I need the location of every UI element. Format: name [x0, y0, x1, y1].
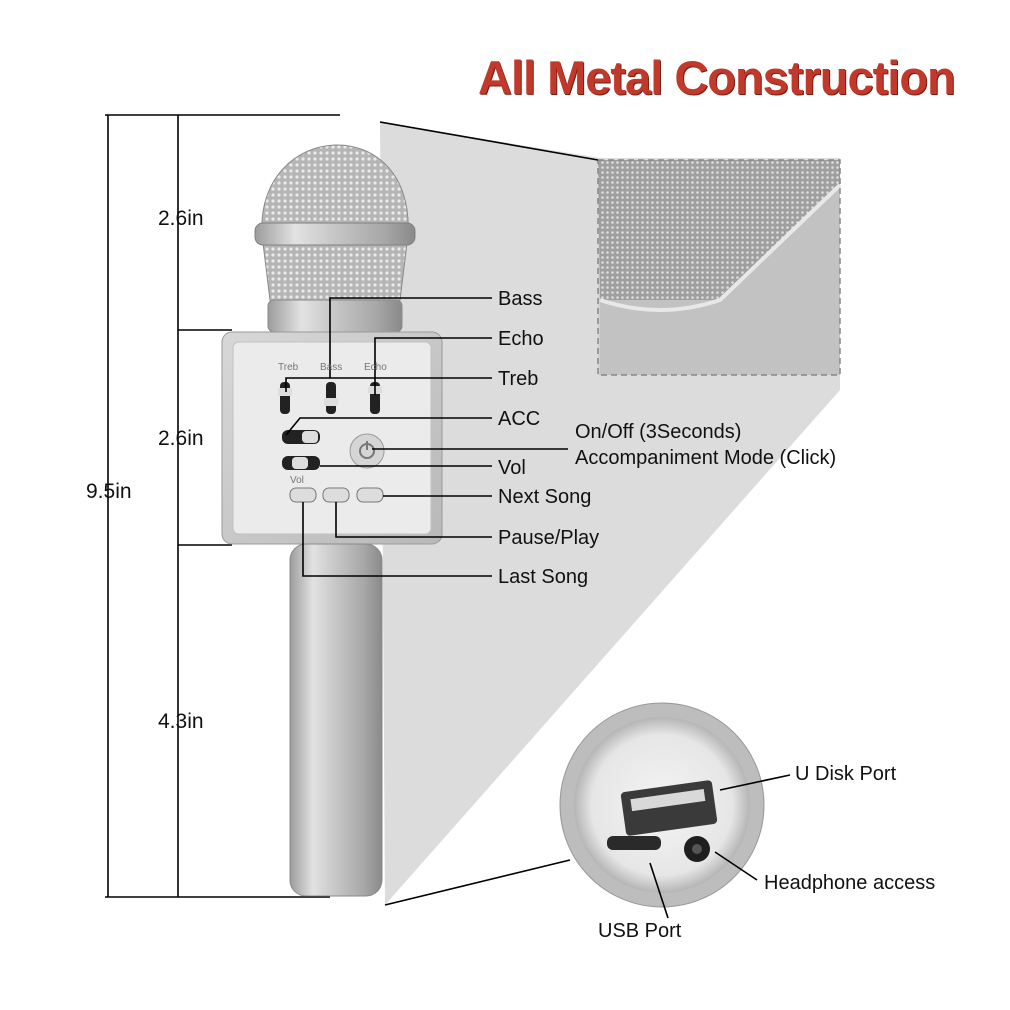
- dimension-head: 2.6in: [158, 207, 204, 230]
- power-button: [349, 433, 385, 469]
- callout-treb: Treb: [498, 368, 539, 390]
- panel-label-vol: Vol: [290, 475, 304, 486]
- grille-closeup: [597, 159, 842, 376]
- dimension-lines: [105, 114, 340, 898]
- callout-acc: ACC: [498, 408, 541, 430]
- callout-bass: Bass: [498, 288, 543, 310]
- callout-last-song: Last Song: [498, 566, 589, 588]
- callout-on-off: On/Off (3Seconds): [575, 421, 742, 443]
- panel-label-echo: Echo: [364, 362, 387, 373]
- callout-echo: Echo: [498, 328, 544, 350]
- mic-head: [254, 144, 416, 333]
- callout-pause-play: Pause/Play: [498, 527, 600, 549]
- port-closeup: [559, 702, 765, 908]
- panel-label-bass: Bass: [320, 362, 342, 373]
- acc-vol-sliders: [282, 430, 320, 470]
- panel-label-treb: Treb: [278, 362, 299, 373]
- callout-usb-port: USB Port: [598, 920, 682, 942]
- callout-u-disk-port: U Disk Port: [795, 763, 897, 785]
- callout-headphone-access: Headphone access: [764, 872, 936, 894]
- callout-vol: Vol: [498, 457, 526, 479]
- dimension-total: 9.5in: [86, 480, 132, 503]
- eq-sliders: [278, 382, 382, 414]
- dimension-handle: 4.3in: [158, 710, 204, 733]
- callout-accompaniment-mode: Accompaniment Mode (Click): [575, 447, 837, 469]
- dimension-panel: 2.6in: [158, 427, 204, 450]
- headline: All Metal Construction: [478, 51, 956, 104]
- mic-handle: [289, 543, 383, 897]
- callout-next-song: Next Song: [498, 486, 592, 508]
- callout-lines: [285, 121, 791, 919]
- transport-buttons: [289, 487, 384, 503]
